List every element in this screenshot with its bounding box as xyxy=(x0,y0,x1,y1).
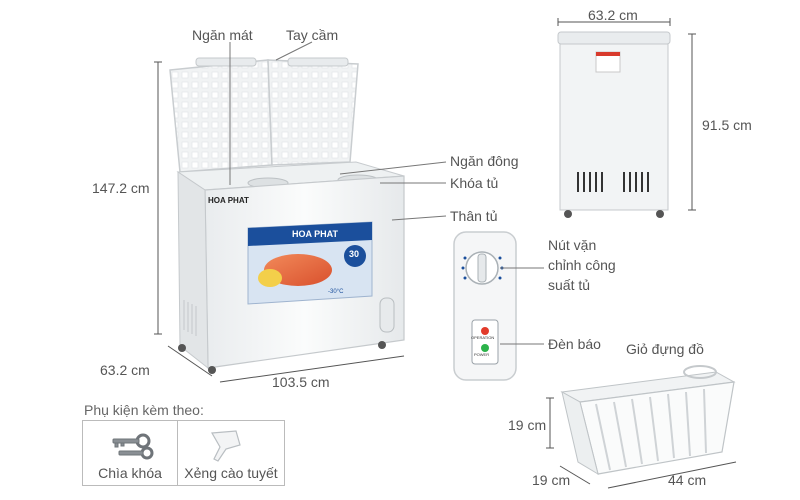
dim-side-width: 63.2 cm xyxy=(588,7,638,23)
scraper-icon xyxy=(211,430,241,462)
dim-basket-depth: 19 cm xyxy=(532,472,571,488)
panel-logo: HOA PHAT xyxy=(292,229,338,239)
label-tay-cam: Tay cầm xyxy=(286,27,339,43)
callout-lines xyxy=(229,41,544,345)
accessory-key-label: Chìa khóa xyxy=(98,465,162,481)
badge-30: 30 xyxy=(349,249,360,259)
basket xyxy=(560,365,736,476)
label-khoa-tu: Khóa tủ xyxy=(450,175,499,191)
control-text-operation: OPERATION xyxy=(471,335,495,340)
accessory-scraper-label: Xẻng cào tuyết xyxy=(184,465,278,481)
label-ngan-mat: Ngăn mát xyxy=(192,27,253,43)
label-den-bao: Đèn báo xyxy=(548,336,601,352)
dim-width: 103.5 cm xyxy=(272,374,330,390)
dim-depth: 63.2 cm xyxy=(100,362,150,378)
left-lid xyxy=(169,59,273,173)
dim-basket-width: 44 cm xyxy=(668,472,707,488)
handle-left xyxy=(195,57,257,67)
label-nut-van-2: chỉnh công xyxy=(548,257,616,273)
label-than-tu: Thân tủ xyxy=(450,208,498,224)
dim-height-total: 147.2 cm xyxy=(92,180,150,196)
label-nut-van-3: suất tủ xyxy=(548,277,591,293)
body-knob xyxy=(379,297,395,333)
dim-basket-height: 19 cm xyxy=(508,417,547,433)
label-gio-dung-do: Giỏ đựng đồ xyxy=(626,341,704,357)
dim-side-height: 91.5 cm xyxy=(702,117,752,133)
accessories-title: Phụ kiện kèm theo: xyxy=(84,402,204,418)
right-lid xyxy=(267,59,359,166)
freezer-side-view xyxy=(557,31,671,218)
brand-logo: HOA PHAT xyxy=(208,196,249,205)
accessory-key: Chìa khóa xyxy=(82,420,178,486)
key-icon xyxy=(112,433,154,460)
freezer-main xyxy=(169,57,405,374)
accessory-scraper: Xẻng cào tuyết xyxy=(177,420,285,486)
body-side xyxy=(177,171,209,370)
control-panel xyxy=(453,231,517,381)
panel-temp: -30°C xyxy=(328,289,344,295)
control-text-power: POWER xyxy=(474,352,490,357)
label-nut-van-1: Nút vặn xyxy=(548,237,597,253)
handle-right xyxy=(287,57,349,67)
dimension-lines xyxy=(154,18,737,489)
label-ngan-dong: Ngăn đông xyxy=(450,153,519,169)
